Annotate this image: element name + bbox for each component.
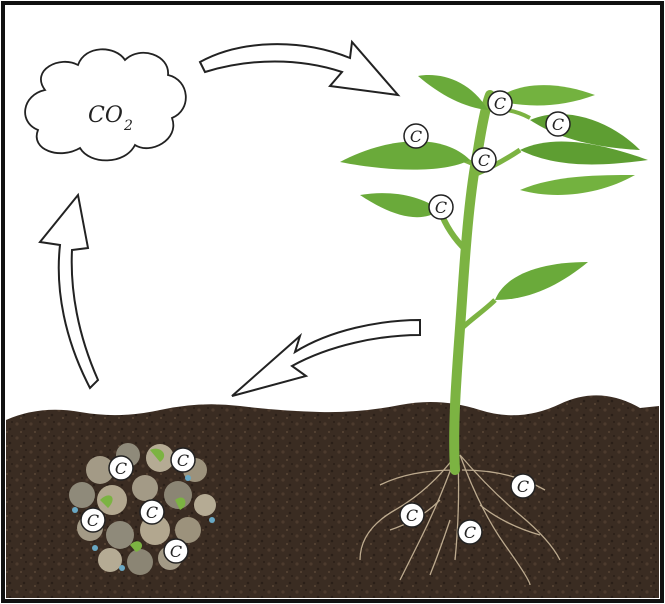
carbon-atom-icon: C	[81, 508, 105, 532]
carbon-atom-icon: C	[472, 148, 496, 172]
arrow-icon	[40, 195, 98, 388]
co2-label: CO	[88, 103, 123, 128]
arrow-soil-to-cloud	[40, 195, 98, 388]
carbon-atom-icon: C	[404, 124, 428, 148]
carbon-atom-icon: C	[400, 503, 424, 527]
arrow-icon	[232, 320, 420, 396]
carbon-label: C	[478, 151, 490, 170]
leaf-right-mid	[520, 175, 635, 195]
carbon-label: C	[146, 503, 158, 522]
carbon-atom-icon: C	[109, 456, 133, 480]
carbon-atom-icon: C	[488, 91, 512, 115]
carbon-label: C	[435, 198, 447, 217]
carbon-label: C	[517, 477, 529, 496]
carbon-atom-icon: C	[171, 448, 195, 472]
carbon-label: C	[406, 506, 418, 525]
leaf-left-mid	[360, 193, 440, 217]
leaf-right-lower	[495, 262, 588, 300]
carbon-label: C	[170, 542, 182, 561]
carbon-label: C	[552, 115, 564, 134]
co2-subscript: 2	[123, 118, 133, 134]
arrow-icon	[200, 42, 398, 95]
carbon-label: C	[177, 451, 189, 470]
carbon-atom-icon: C	[546, 112, 570, 136]
carbon-label: C	[87, 511, 99, 530]
leaf-left-upper	[340, 141, 470, 169]
carbon-atom-icon: C	[429, 195, 453, 219]
carbon-atom-icon: C	[511, 474, 535, 498]
arrow-cloud-to-plant	[200, 42, 398, 95]
carbon-label: C	[115, 459, 127, 478]
arrow-plant-to-soil	[232, 320, 420, 396]
carbon-atom-icon: C	[164, 539, 188, 563]
carbon-atom-icon: C	[140, 500, 164, 524]
co2-cloud: CO 2	[25, 49, 186, 160]
carbon-atom-icon: C	[458, 520, 482, 544]
leaf-top-left	[418, 75, 488, 110]
carbon-label: C	[494, 94, 506, 113]
carbon-label: C	[410, 127, 422, 146]
carbon-label: C	[464, 523, 476, 542]
